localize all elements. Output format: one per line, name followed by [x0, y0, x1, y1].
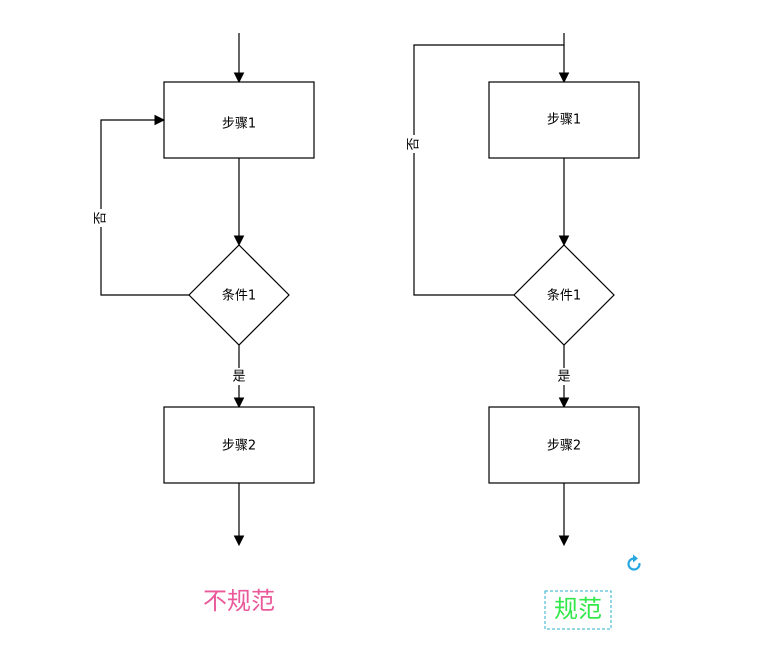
edge-left-step1-condition[interactable]: [233, 158, 245, 247]
edge-left-no-label: 否: [94, 211, 109, 224]
node-right-step2-label: 步骤2: [547, 439, 581, 454]
node-left-step2[interactable]: 步骤2: [163, 406, 315, 484]
node-right-condition[interactable]: 条件1: [513, 244, 615, 346]
node-left-step2-label: 步骤2: [222, 439, 256, 454]
selection-box: [544, 590, 612, 630]
edge-right-no-loop[interactable]: 否: [406, 44, 564, 296]
node-left-step1[interactable]: 步骤1: [163, 81, 315, 159]
caption-right-selected[interactable]: 规范: [544, 590, 612, 630]
node-right-step1[interactable]: 步骤1: [488, 81, 640, 159]
edge-right-entry[interactable]: [558, 33, 570, 84]
caption-left[interactable]: 不规范: [203, 587, 275, 615]
rotate-icon[interactable]: [627, 554, 641, 571]
edge-left-exit[interactable]: [233, 483, 245, 547]
node-left-condition-label: 条件1: [222, 288, 256, 304]
caption-right[interactable]: 规范: [554, 595, 602, 623]
edge-right-exit[interactable]: [558, 483, 570, 547]
edge-right-no-label: 否: [407, 137, 422, 150]
edge-left-yes[interactable]: 是: [229, 345, 249, 409]
node-right-condition-label: 条件1: [547, 288, 581, 304]
node-left-condition[interactable]: 条件1: [188, 244, 290, 346]
flowchart-left: 步骤1 条件1 否 是 步骤2: [93, 33, 315, 615]
edge-left-yes-label: 是: [232, 370, 245, 385]
edge-left-no-loop[interactable]: 否: [93, 114, 189, 296]
flowchart-right: 步骤1 条件1 否 是 步骤2: [406, 33, 641, 630]
edge-right-yes[interactable]: 是: [554, 345, 574, 409]
node-right-step2[interactable]: 步骤2: [488, 406, 640, 484]
edge-left-entry[interactable]: [233, 33, 245, 84]
node-left-step1-label: 步骤1: [222, 117, 256, 132]
edge-right-yes-label: 是: [557, 370, 570, 385]
node-right-step1-label: 步骤1: [547, 113, 581, 128]
edge-right-step1-condition[interactable]: [558, 158, 570, 247]
